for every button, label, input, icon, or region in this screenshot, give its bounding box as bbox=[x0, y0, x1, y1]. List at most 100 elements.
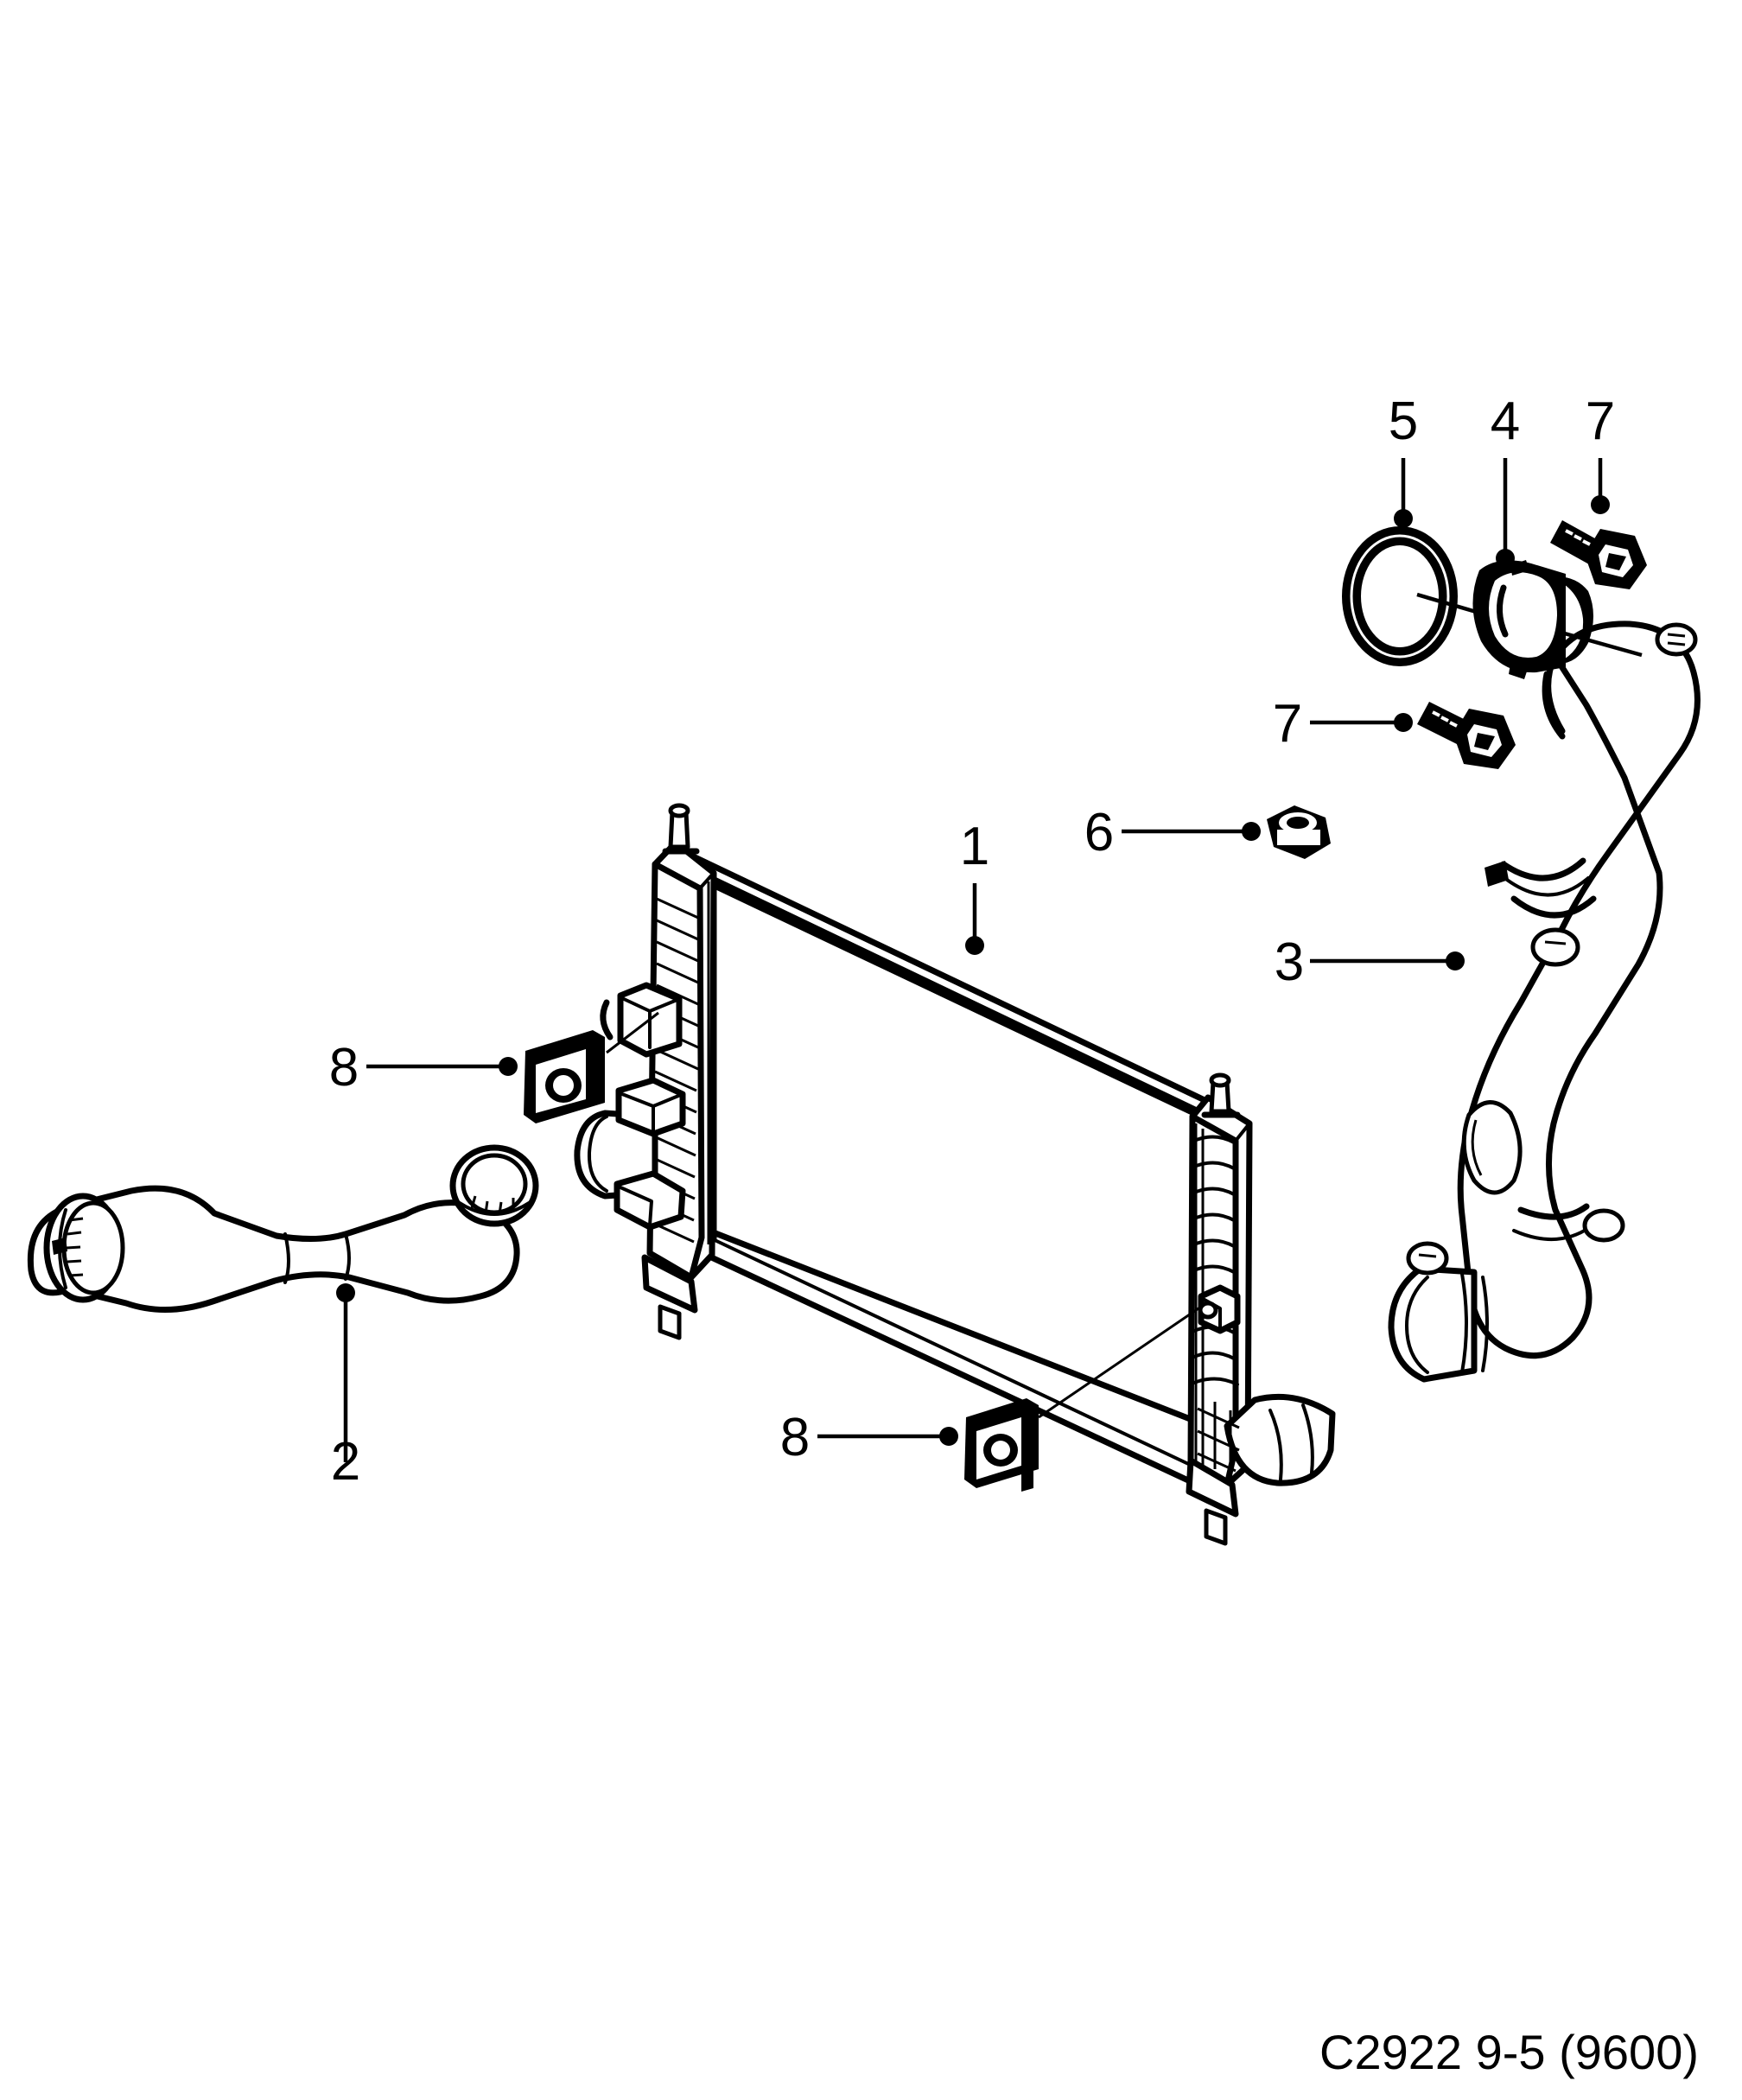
bypass-valve-tab-bottom bbox=[1509, 664, 1528, 679]
callout-8-upper[interactable]: 8 bbox=[329, 1038, 518, 1098]
right-hose-bottom-cuff bbox=[1388, 1265, 1478, 1383]
clip-upper-hole bbox=[553, 1075, 574, 1096]
part-retaining-clip-lower[interactable] bbox=[964, 1305, 1202, 1492]
callout-3-dot bbox=[1446, 951, 1465, 970]
part-flange-bolt-upper[interactable] bbox=[1550, 520, 1647, 589]
callout-7-lower[interactable]: 7 bbox=[1273, 694, 1413, 754]
part-retaining-clip-upper[interactable] bbox=[524, 1011, 659, 1123]
callout-7-upper-label: 7 bbox=[1586, 391, 1615, 451]
cooler-left-tank-edge bbox=[652, 861, 705, 1281]
callout-6[interactable]: 6 bbox=[1084, 803, 1261, 862]
callout-7-upper-dot bbox=[1591, 495, 1610, 514]
o-ring-highlight bbox=[1350, 534, 1450, 659]
lower-left-hose-right-clamp-teeth bbox=[470, 1195, 515, 1215]
right-hose-bottom-clamp-slot bbox=[1418, 1253, 1437, 1258]
callout-8-upper-label: 8 bbox=[329, 1038, 359, 1098]
lower-left-hose-band-left bbox=[283, 1232, 290, 1284]
clip-upper-attach-line bbox=[606, 1011, 659, 1054]
right-hose-bottom-bore bbox=[1405, 1276, 1429, 1374]
right-hose-mid-clamp-slot bbox=[1544, 940, 1567, 945]
callout-7-lower-label: 7 bbox=[1273, 694, 1302, 754]
callout-5[interactable]: 5 bbox=[1389, 391, 1418, 528]
cooler-right-lattice bbox=[1197, 1402, 1240, 1478]
cooler-left-upper-bracket-hook bbox=[600, 999, 614, 1040]
lower-left-hose-body bbox=[27, 1185, 520, 1314]
callout-3[interactable]: 3 bbox=[1275, 932, 1465, 992]
cooler-right-outlet-fold-a bbox=[1268, 1409, 1283, 1481]
callout-6-label: 6 bbox=[1084, 803, 1114, 862]
cooler-left-foot-pin bbox=[658, 1304, 682, 1340]
right-hose-mid-clamp-b bbox=[1510, 895, 1597, 919]
bolt-upper-head-recess bbox=[1605, 553, 1626, 570]
right-hose-bottom-rib-b bbox=[1481, 1276, 1489, 1372]
part-hex-nut[interactable] bbox=[1267, 805, 1331, 859]
part-lower-left-hose[interactable] bbox=[27, 1144, 539, 1314]
callout-5-label: 5 bbox=[1389, 391, 1418, 451]
callout-3-label: 3 bbox=[1275, 932, 1304, 992]
bypass-valve-to-hose-line bbox=[1554, 628, 1643, 658]
cooler-left-inlet-neck-mouth bbox=[587, 1115, 608, 1193]
part-bypass-valve[interactable] bbox=[1472, 560, 1643, 679]
bypass-valve-face-arc bbox=[1497, 584, 1509, 638]
hex-nut-flat bbox=[1277, 830, 1320, 845]
cooler-left-upper-bracket-top bbox=[648, 997, 681, 1013]
cooler-left-mount-pin-top bbox=[668, 803, 690, 818]
right-hose-branch-stub-inner bbox=[1471, 1119, 1483, 1176]
right-hose-bottom-clamp-screw bbox=[1406, 1241, 1449, 1276]
callout-1-label: 1 bbox=[960, 817, 989, 876]
callout-8-upper-dot bbox=[499, 1057, 518, 1076]
right-hose-mid-clamp-band bbox=[1505, 876, 1590, 897]
callout-4-label: 4 bbox=[1491, 391, 1520, 451]
lower-left-hose-band-right bbox=[344, 1232, 351, 1281]
bypass-valve-collar bbox=[1550, 576, 1593, 665]
callout-8-lower[interactable]: 8 bbox=[780, 1408, 958, 1467]
part-o-ring-seal[interactable] bbox=[1342, 526, 1489, 666]
callout-8-lower-dot bbox=[939, 1427, 958, 1446]
right-hose-mid-clamp-screw bbox=[1530, 927, 1580, 967]
cooler-bottom-rail-inner bbox=[695, 1230, 1201, 1471]
part-charge-air-cooler[interactable] bbox=[574, 803, 1336, 1546]
callout-2-label: 2 bbox=[331, 1432, 360, 1492]
callout-1[interactable]: 1 bbox=[960, 817, 989, 955]
lower-left-hose-left-clamp-screw bbox=[52, 1238, 67, 1255]
cooler-right-outlet-fold-b bbox=[1301, 1403, 1314, 1474]
cooler-right-tank-top-bevel bbox=[1234, 1122, 1251, 1142]
callout-7-upper[interactable]: 7 bbox=[1586, 391, 1615, 514]
callout-8-lower-label: 8 bbox=[780, 1408, 810, 1467]
callout-5-dot bbox=[1394, 509, 1413, 528]
cooler-left-neck-base-fold bbox=[619, 1186, 653, 1227]
clip-lower-side-tab bbox=[1027, 1414, 1039, 1471]
cooler-top-rail-inner bbox=[693, 874, 1205, 1120]
cooler-right-mount-foot bbox=[1186, 1457, 1239, 1518]
cooler-right-foot-pin bbox=[1204, 1508, 1228, 1546]
part-flange-bolt-lower[interactable] bbox=[1417, 702, 1516, 769]
right-hose-top-clamp-screw-slot-a bbox=[1667, 633, 1686, 638]
right-hose-top-clamp-screw bbox=[1655, 622, 1698, 657]
cooler-left-lower-bracket bbox=[615, 1077, 686, 1137]
hex-nut-bore bbox=[1287, 817, 1309, 829]
callout-4[interactable]: 4 bbox=[1491, 391, 1520, 568]
bolt-lower-head-recess bbox=[1474, 733, 1495, 750]
clip-lower-attach-line bbox=[1038, 1305, 1202, 1419]
callout-2-dot bbox=[336, 1283, 355, 1302]
right-hose-top-clamp-screw-slot-b bbox=[1667, 641, 1686, 646]
cooler-left-lower-bracket-top bbox=[652, 1092, 684, 1108]
cooler-right-mount-pin-top bbox=[1209, 1072, 1231, 1088]
lower-left-hose-right-clamp-band bbox=[458, 1201, 531, 1216]
callout-6-dot bbox=[1242, 822, 1261, 841]
cooler-left-inlet-neck bbox=[574, 1110, 658, 1200]
diagram-caption: C2922 9-5 (9600) bbox=[1319, 2025, 1699, 2079]
bolt-lower-threads bbox=[1432, 710, 1458, 728]
right-hose-mid-clamp-lug bbox=[1485, 861, 1509, 887]
clip-lower-hole bbox=[991, 1441, 1010, 1460]
right-hose-bottom-rib-a bbox=[1460, 1272, 1468, 1374]
clip-upper-side-tab bbox=[593, 1047, 605, 1104]
callout-layer: 1 2 3 4 bbox=[329, 391, 1615, 1492]
clip-lower-bottom-tab bbox=[1021, 1466, 1033, 1492]
cooler-bottom-rail bbox=[690, 1245, 1205, 1490]
callout-1-dot bbox=[965, 936, 984, 955]
right-hose-lower-clamp-a bbox=[1517, 1203, 1590, 1220]
callout-2[interactable]: 2 bbox=[331, 1283, 360, 1492]
